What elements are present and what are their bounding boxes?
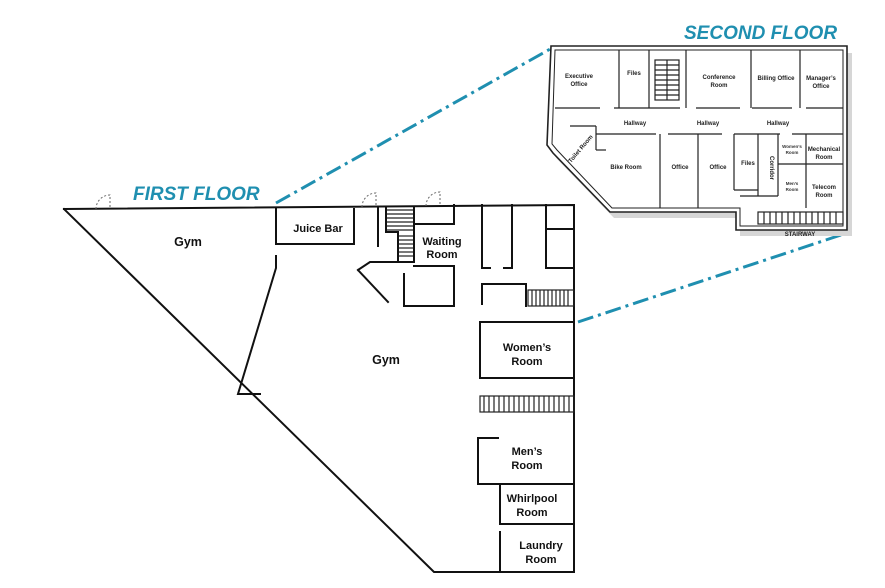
- room-label-telecom: Telecom: [812, 185, 836, 191]
- room-label-executive-2: Office: [570, 82, 588, 88]
- room-label-files-bottom: Files: [741, 161, 755, 167]
- room-label-whirlpool-2: Room: [516, 507, 547, 519]
- room-label-hallway-c: Hallway: [767, 121, 790, 127]
- room-label-executive: Executive: [565, 74, 594, 80]
- room-label-mens: Men’s: [512, 446, 543, 458]
- room-label-juice-bar: Juice Bar: [293, 223, 343, 235]
- wall: [545, 204, 575, 269]
- room-label-gym-main: Gym: [372, 353, 400, 367]
- second-floor-outer-wall: [546, 45, 848, 231]
- room-label-waiting: Waiting: [422, 236, 461, 248]
- room-label-files-top: Files: [627, 71, 641, 77]
- second-floor-inner-wall: [551, 49, 844, 227]
- second-floor-plan: SECOND FLOOR Executive Office Files Conf…: [546, 23, 852, 238]
- wall: [481, 204, 491, 269]
- room-label-laundry-2: Room: [525, 554, 556, 566]
- room-label-office-a: Office: [671, 165, 689, 171]
- wall: [385, 207, 399, 263]
- room-label-bike: Bike Room: [610, 165, 641, 171]
- wall: [275, 208, 355, 245]
- room-label-hallway-a: Hallway: [624, 121, 647, 127]
- stair-steps: [386, 209, 414, 257]
- room-label-mechanical-2: Room: [816, 155, 833, 161]
- wall: [236, 255, 277, 395]
- room-label-corridor: Corridor: [768, 156, 774, 181]
- room-label-stairway: STAIRWAY: [785, 232, 816, 238]
- stair-steps: [479, 395, 575, 413]
- wall: [403, 265, 455, 307]
- wall: [356, 268, 390, 304]
- second-floor-walls: [555, 50, 844, 225]
- room-label-gym-top: Gym: [174, 235, 202, 249]
- door-arc: [95, 194, 111, 210]
- room-label-hallway-b: Hallway: [697, 121, 720, 127]
- room-label-telecom-2: Room: [816, 193, 833, 199]
- room-label-mechanical: Mechanical: [808, 147, 841, 153]
- wall: [477, 437, 575, 485]
- room-label-conference-2: Room: [711, 83, 728, 89]
- room-label-womens-2f-2: Room: [786, 150, 799, 155]
- first-floor-title: FIRST FLOOR: [133, 184, 260, 205]
- room-label-waiting-2: Room: [426, 249, 457, 261]
- connector-line-top: [275, 46, 553, 205]
- room-label-manager: Manager’s: [806, 76, 836, 82]
- floor-connectors: [275, 46, 851, 324]
- second-floor-title: SECOND FLOOR: [684, 23, 837, 44]
- room-label-mens-2f: Men’s: [786, 181, 799, 186]
- room-label-womens: Women’s: [503, 342, 551, 354]
- door-arc: [361, 192, 377, 208]
- room-label-laundry: Laundry: [519, 540, 563, 552]
- first-floor-plan: FIRST FLOOR Gym Juice Bar Waiting Room G…: [62, 184, 575, 573]
- room-label-womens-2: Room: [511, 356, 542, 368]
- room-label-womens-2f: Women’s: [782, 144, 802, 149]
- wall: [481, 283, 527, 307]
- room-label-office-b: Office: [709, 165, 727, 171]
- room-label-whirlpool: Whirlpool: [507, 493, 558, 505]
- room-label-mens-2: Room: [511, 460, 542, 472]
- room-label-mens-2f-2: Room: [786, 187, 799, 192]
- door-arc: [425, 191, 441, 207]
- first-floor-outer-wall: [62, 203, 575, 573]
- wall: [503, 204, 513, 269]
- wall: [499, 483, 575, 525]
- room-label-conference: Conference: [702, 75, 736, 81]
- connector-line-bottom: [577, 230, 851, 324]
- room-label-manager-2: Office: [812, 84, 830, 90]
- room-label-billing: Billing Office: [757, 76, 795, 82]
- wall: [356, 261, 415, 272]
- stair-steps: [527, 289, 575, 307]
- wall: [413, 204, 455, 225]
